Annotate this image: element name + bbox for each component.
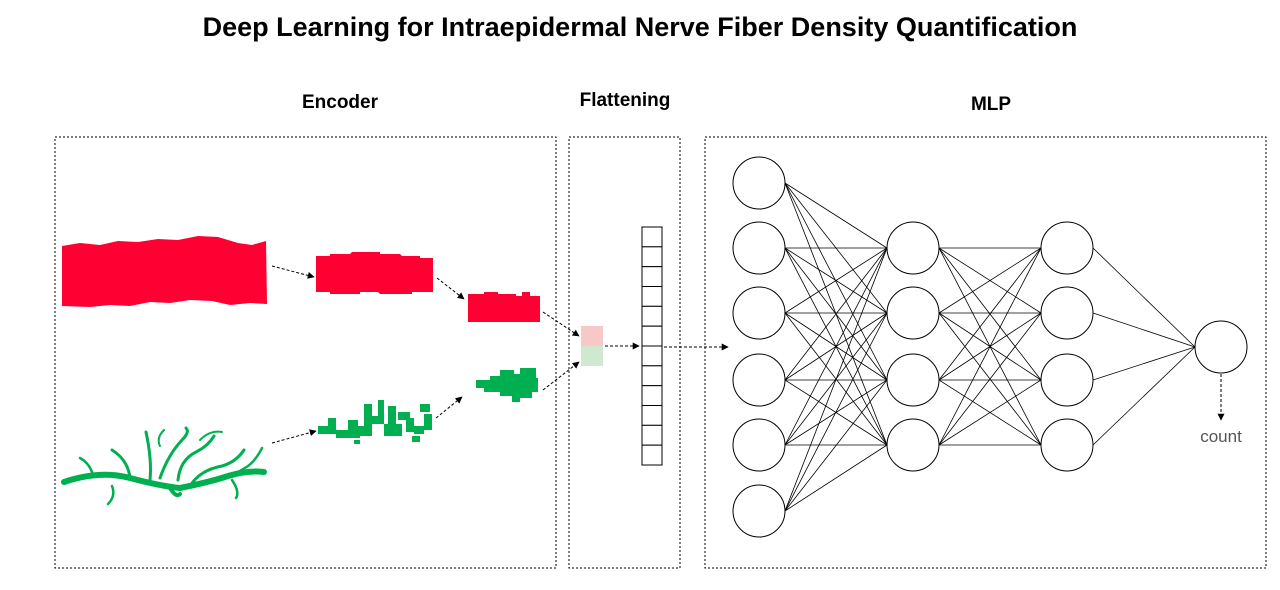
vector-cell <box>641 365 663 387</box>
mlp-connection <box>784 247 888 381</box>
flattening-label: Flattening <box>579 90 671 111</box>
epidermis-feature-cell <box>581 326 603 346</box>
arrow-epidermis-to-feature <box>542 311 580 337</box>
diagram-title: Deep Learning for Intraepidermal Nerve F… <box>202 12 1078 42</box>
encoder-arrow-nerve-1 <box>271 429 317 444</box>
mlp-nodes <box>732 156 1248 538</box>
mlp-connection <box>938 247 1042 446</box>
vector-cell <box>641 266 663 288</box>
nerve-feature-cell <box>581 346 603 366</box>
epidermis-segmentation-large <box>62 236 267 307</box>
mlp-connection <box>784 444 888 512</box>
mlp-connection <box>784 182 888 381</box>
encoder-arrow-epidermis-2 <box>436 277 465 300</box>
encoder-label: Encoder <box>301 92 379 113</box>
mlp-node <box>732 418 786 472</box>
mlp-output-node <box>1194 320 1248 374</box>
vector-cell <box>641 385 663 407</box>
mlp-node <box>732 353 786 407</box>
mlp-connection <box>784 182 888 249</box>
vector-cell <box>641 444 663 466</box>
mlp-connection <box>784 247 888 512</box>
mlp-connection <box>1092 312 1196 348</box>
mlp-connection <box>938 379 1042 446</box>
vector-cell <box>641 424 663 446</box>
mlp-node <box>1040 418 1094 472</box>
mlp-connection <box>1092 346 1196 381</box>
mlp-node <box>886 286 940 340</box>
epidermis-feature-map-medium <box>316 252 433 294</box>
count-label: count <box>1200 427 1242 446</box>
vector-cell <box>641 246 663 268</box>
mlp-connection <box>938 247 1042 314</box>
vector-cell <box>641 286 663 307</box>
mlp-node <box>732 286 786 340</box>
mlp-connection <box>784 247 888 314</box>
mlp-node <box>886 221 940 275</box>
mlp-label: MLP <box>970 94 1012 115</box>
mlp-connections <box>784 182 1196 512</box>
flattened-vector <box>641 226 663 466</box>
vector-cell <box>641 325 663 347</box>
mlp-node <box>1040 353 1094 407</box>
mlp-connection <box>1092 247 1196 348</box>
encoder-arrow-nerve-2 <box>435 396 463 419</box>
mlp-connection <box>784 247 888 446</box>
mlp-connection <box>938 312 1042 446</box>
mlp-node <box>732 484 786 538</box>
mlp-panel <box>704 136 1267 569</box>
mlp-node <box>886 418 940 472</box>
encoder-arrow-epidermis-1 <box>271 265 315 279</box>
mlp-node <box>732 156 786 210</box>
mlp-node <box>1040 286 1094 340</box>
nerve-fiber-feature-map-medium <box>318 400 432 444</box>
vector-cell <box>641 405 663 426</box>
mlp-connection <box>784 312 888 512</box>
mlp-connection <box>938 247 1042 381</box>
epidermis-feature-map-small <box>468 292 540 322</box>
vector-cell <box>641 226 663 248</box>
nerve-fiber-feature-map-small <box>476 368 538 402</box>
vector-cell <box>641 345 663 367</box>
mlp-connection <box>784 379 888 512</box>
mlp-node <box>1040 221 1094 275</box>
mlp-node <box>886 353 940 407</box>
mlp-connection <box>1092 346 1196 446</box>
flattening-panel <box>568 136 681 569</box>
mlp-node <box>732 221 786 275</box>
encoder-panel <box>54 136 557 569</box>
nerve-fiber-segmentation-large <box>61 426 267 506</box>
arrow-nerve-to-feature <box>542 361 580 391</box>
vector-cell <box>641 305 663 327</box>
